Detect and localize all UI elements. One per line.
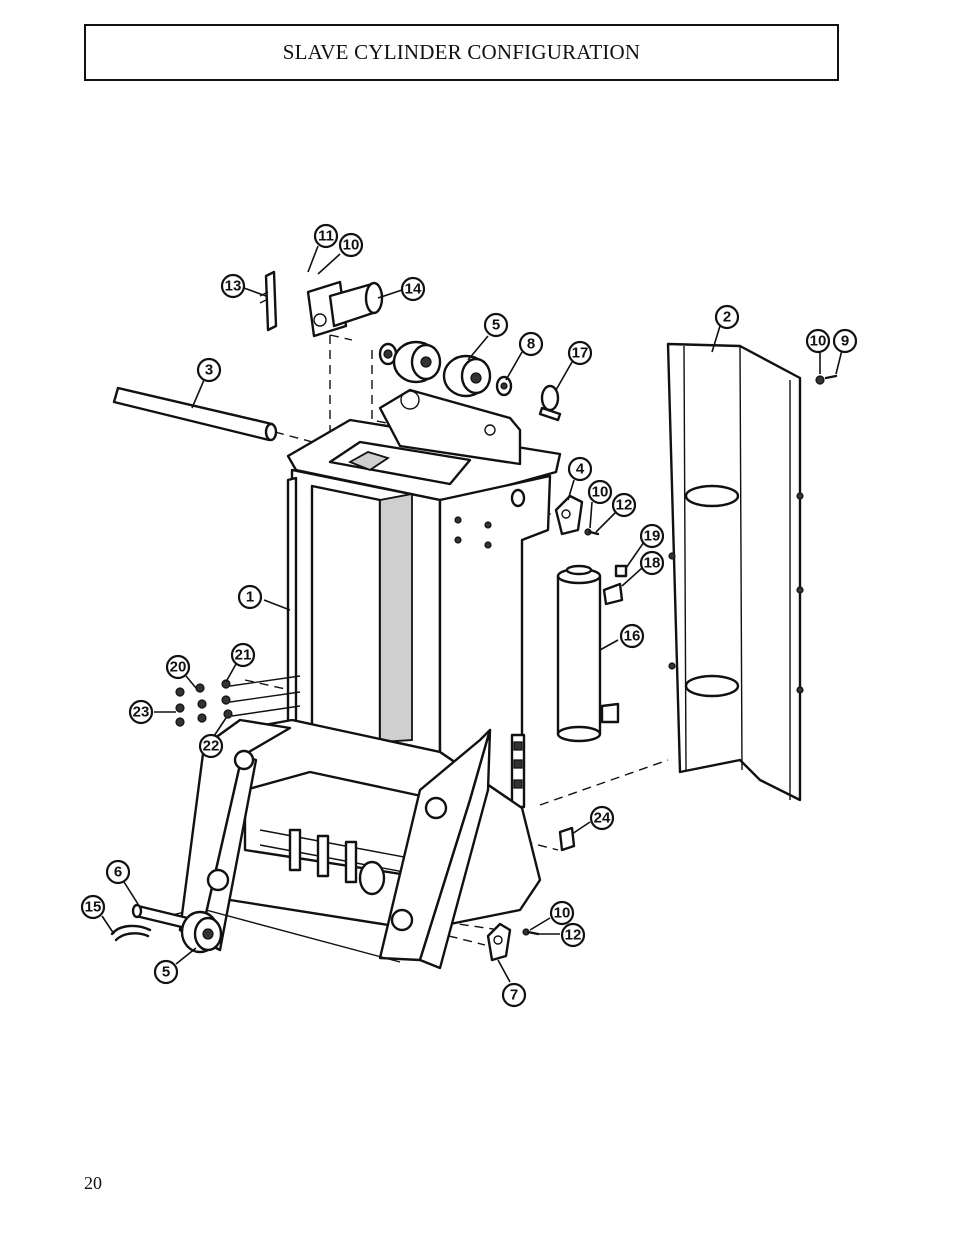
callout-10-b: 10: [805, 328, 831, 354]
callout-18: 18: [639, 550, 665, 576]
part-24-fitting: [558, 826, 576, 852]
page-number: 20: [84, 1173, 102, 1193]
callout-6: 6: [105, 859, 131, 885]
svg-text:7: 7: [510, 987, 518, 1004]
callout-12-a: 12: [611, 492, 637, 518]
svg-text:13: 13: [225, 278, 242, 295]
svg-text:9: 9: [841, 333, 849, 350]
callout-10-a: 10: [338, 232, 364, 258]
callout-7: 7: [501, 982, 527, 1008]
svg-text:10: 10: [554, 905, 571, 922]
svg-text:21: 21: [235, 647, 252, 664]
part-3-rod: [112, 386, 278, 442]
part-16-cylinder: [556, 564, 620, 743]
svg-text:5: 5: [162, 964, 170, 981]
svg-text:18: 18: [644, 555, 661, 572]
svg-text:5: 5: [492, 317, 500, 334]
svg-text:23: 23: [133, 704, 150, 721]
callout-13: 13: [220, 273, 246, 299]
part-2-cover-panel: [666, 342, 804, 802]
part-9-10-bolts-cover: [815, 374, 838, 385]
callout-19: 19: [639, 523, 665, 549]
part-18-19-fittings: [602, 564, 628, 606]
part-7-bracket: [486, 922, 540, 962]
svg-text:10: 10: [343, 237, 360, 254]
svg-text:1: 1: [246, 589, 254, 606]
svg-text:22: 22: [203, 738, 220, 755]
callout-16: 16: [619, 623, 645, 649]
callout-2: 2: [714, 304, 740, 330]
callout-20: 20: [165, 654, 191, 680]
svg-text:14: 14: [405, 281, 422, 298]
svg-text:16: 16: [624, 628, 641, 645]
svg-text:6: 6: [114, 864, 122, 881]
svg-text:20: 20: [170, 659, 187, 676]
callout-12-b: 12: [560, 922, 586, 948]
svg-text:12: 12: [616, 497, 633, 514]
svg-text:8: 8: [527, 336, 535, 353]
callout-15: 15: [80, 894, 106, 920]
callout-9: 9: [832, 328, 858, 354]
svg-text:3: 3: [205, 362, 213, 379]
svg-text:17: 17: [572, 345, 589, 362]
title-box: SLAVE CYLINDER CONFIGURATION: [84, 24, 839, 81]
svg-text:2: 2: [723, 309, 731, 326]
part-1-main-frame: [178, 388, 562, 970]
part-15-clip: [110, 924, 152, 942]
svg-text:10: 10: [592, 484, 609, 501]
callout-4: 4: [567, 456, 593, 482]
part-14-winch: [306, 280, 384, 338]
callout-5-a: 5: [483, 312, 509, 338]
callout-24: 24: [589, 805, 615, 831]
callout-3: 3: [196, 357, 222, 383]
svg-text:15: 15: [85, 899, 102, 916]
parts-20-23-screws: [175, 675, 301, 727]
svg-text:4: 4: [576, 461, 585, 478]
callout-14: 14: [400, 276, 426, 302]
svg-text:10: 10: [810, 333, 827, 350]
callout-8: 8: [518, 331, 544, 357]
svg-text:11: 11: [318, 228, 334, 245]
callout-17: 17: [567, 340, 593, 366]
callout-5-b: 5: [153, 959, 179, 985]
svg-text:12: 12: [565, 927, 582, 944]
callout-1: 1: [237, 584, 263, 610]
part-17-shackle: [538, 384, 562, 422]
callout-10-c: 10: [587, 479, 613, 505]
svg-text:24: 24: [594, 810, 611, 827]
part-5-rollers-top: [378, 340, 513, 398]
callout-21: 21: [230, 642, 256, 668]
part-5-roller-bottom: [180, 910, 223, 954]
part-13-strip: [259, 270, 278, 332]
callout-23: 23: [128, 699, 154, 725]
callout-22: 22: [198, 733, 224, 759]
callout-leaders: [101, 245, 843, 983]
callout-11-a: 11: [313, 223, 339, 249]
svg-text:19: 19: [644, 528, 661, 545]
callout-10-d: 10: [549, 900, 575, 926]
page-title: SLAVE CYLINDER CONFIGURATION: [282, 40, 641, 64]
